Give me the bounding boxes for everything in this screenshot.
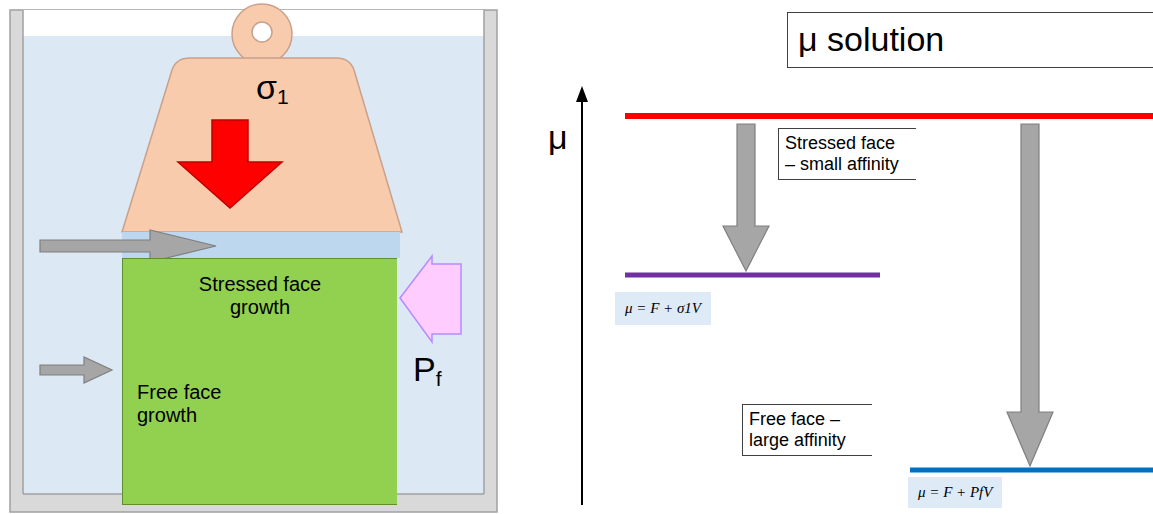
pressure-symbol: Pf	[413, 352, 442, 389]
vessel-edge	[22, 10, 24, 494]
node-text: μ = F + σ1V	[625, 300, 701, 317]
stress-arrow	[178, 120, 282, 208]
node-text: Free face growth	[137, 381, 247, 427]
affinity-arrow	[723, 124, 769, 271]
pressure-arrow	[400, 256, 461, 342]
formula-box: μ = F + σ1V	[615, 292, 711, 325]
vessel	[10, 10, 497, 512]
mu-axis	[581, 100, 583, 505]
node-text: μ solution	[798, 20, 1153, 59]
growth-arrow	[40, 357, 112, 383]
stressed-level	[625, 273, 880, 278]
node-text: Stressed face – small affinity	[785, 133, 910, 174]
axis-head	[576, 86, 588, 102]
node-text: μ = F + PfV	[918, 484, 992, 501]
formula-box: μ = F + PfV	[908, 477, 1002, 508]
crystal: Stressed face growthFree face growth	[122, 258, 397, 505]
level-title-box: μ solution	[787, 12, 1153, 68]
axis-label: μ	[548, 120, 568, 154]
solution-level	[625, 113, 1153, 119]
stress-symbol: σ1	[256, 70, 289, 107]
free-level	[910, 468, 1153, 473]
affinity-box: Stressed face – small affinity	[778, 128, 916, 180]
weight-ring	[232, 4, 292, 64]
weight	[122, 58, 402, 232]
affinity-box: Free face – large affinity	[742, 404, 872, 456]
node-text: Stressed face growth	[185, 273, 335, 319]
node-text: Free face – large affinity	[749, 409, 866, 450]
vessel-edge	[483, 10, 485, 494]
weight-ring-hole	[252, 22, 272, 42]
affinity-arrow	[1007, 124, 1053, 466]
